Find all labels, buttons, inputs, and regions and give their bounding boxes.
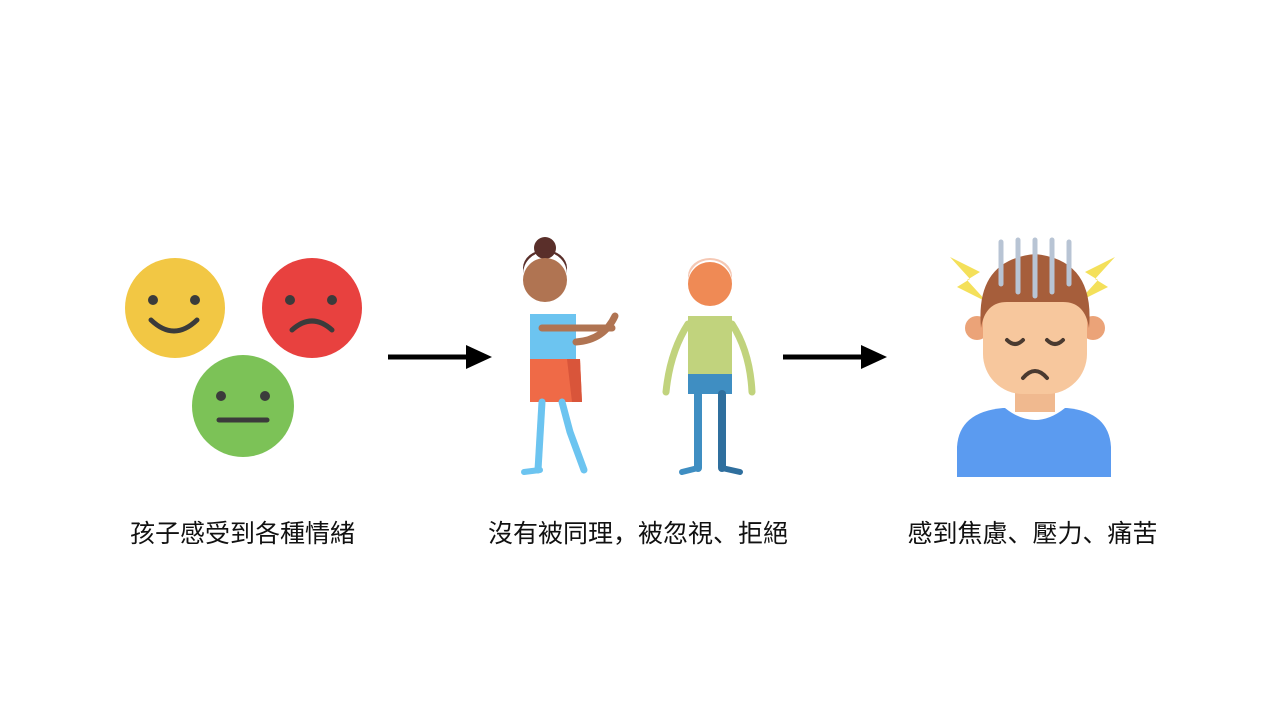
emotion-faces-icon (125, 258, 362, 457)
lightning-icon (1078, 257, 1115, 302)
arrow-right-icon (783, 345, 887, 369)
step-2-caption: 沒有被同理，被忽視、拒絕 (487, 519, 788, 548)
happy-face-icon (125, 258, 225, 358)
rejection-icon (521, 237, 756, 475)
sad-face-icon (262, 258, 362, 358)
lightning-icon (950, 257, 987, 302)
stress-lines-icon (998, 237, 1072, 299)
arrow-right-icon (388, 345, 492, 369)
stressed-person-icon (950, 237, 1115, 477)
woman-figure-icon (521, 237, 619, 475)
step-1-caption: 孩子感受到各種情緒 (129, 519, 355, 548)
neutral-face-icon (192, 355, 294, 457)
step-3-caption: 感到焦慮、壓力、痛苦 (907, 519, 1158, 548)
man-figure-icon (662, 258, 756, 475)
